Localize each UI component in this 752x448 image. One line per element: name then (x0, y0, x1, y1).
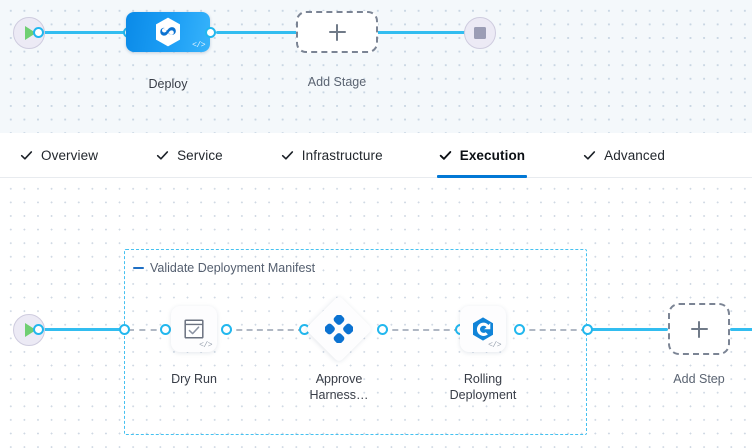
step-node-dry-run[interactable]: </> (171, 306, 217, 352)
step-group-label: Validate Deployment Manifest (150, 261, 316, 275)
step-group-header[interactable]: Validate Deployment Manifest (133, 261, 315, 275)
tab-overview[interactable]: Overview (6, 133, 112, 177)
port-rolling-out[interactable] (514, 324, 525, 335)
harness-hexagon-icon (156, 17, 180, 47)
stage-node-deploy[interactable]: </> (126, 12, 210, 52)
rolling-code-badge[interactable]: </> (488, 341, 501, 350)
edge-add-step-to-next (730, 328, 752, 331)
port-start-out[interactable] (33, 27, 44, 38)
tab-label-overview: Overview (41, 147, 99, 163)
edge-approve-to-rolling (382, 329, 460, 331)
stop-square-icon (474, 27, 486, 39)
step-label-rolling-deployment: Rolling Deployment (433, 371, 533, 403)
tab-service[interactable]: Service (142, 133, 237, 177)
edge-exec-start-to-group (36, 328, 128, 331)
step-label-approve-line1: Approve (315, 372, 363, 386)
stage-label-deploy: Deploy (148, 77, 188, 91)
play-icon (25, 26, 36, 40)
tab-infrastructure[interactable]: Infrastructure (267, 133, 397, 177)
deploy-code-badge[interactable]: </> (192, 41, 205, 50)
plus-icon (328, 23, 346, 41)
tab-label-execution: Execution (459, 147, 526, 163)
step-group-validate-deployment-manifest[interactable] (124, 249, 587, 435)
check-icon (281, 150, 293, 160)
harness-approval-icon (325, 315, 353, 343)
step-label-rolling-line2: Deployment (449, 388, 517, 402)
add-step-button[interactable] (668, 303, 730, 355)
stage-tab-bar: Overview Service Infrastructure Executio… (0, 133, 752, 178)
port-group-in[interactable] (119, 324, 130, 335)
step-label-rolling-line1: Rolling (463, 372, 503, 386)
tab-active-underline (436, 175, 528, 178)
port-deploy-out[interactable] (205, 27, 216, 38)
tab-label-service: Service (177, 147, 223, 163)
pipeline-end-node[interactable] (464, 17, 496, 49)
check-icon (20, 150, 33, 160)
port-dry-run-out[interactable] (221, 324, 232, 335)
edge-dry-run-to-approve (226, 329, 304, 331)
edge-group-in-to-dry-run (128, 329, 168, 331)
check-icon (156, 150, 169, 160)
tab-execution[interactable]: Execution (425, 133, 539, 178)
tab-advanced[interactable]: Advanced (569, 133, 679, 177)
edge-deploy-to-add-stage (216, 31, 301, 34)
tab-label-advanced: Advanced (604, 147, 665, 163)
plus-icon (690, 320, 708, 338)
edge-group-out-to-add-step (588, 328, 668, 331)
port-exec-start-out[interactable] (33, 324, 44, 335)
rolling-deployment-icon (473, 317, 493, 341)
edge-start-to-deploy (36, 31, 128, 34)
edge-add-stage-to-end (374, 31, 469, 34)
execution-canvas[interactable]: Validate Deployment Manifest (0, 178, 752, 448)
port-approve-out[interactable] (377, 324, 388, 335)
check-icon (439, 150, 451, 160)
check-icon (584, 150, 596, 160)
step-label-approve-harness: Approve Harness… (289, 371, 389, 403)
tab-label-infrastructure: Infrastructure (301, 147, 383, 163)
step-node-rolling-deployment[interactable]: </> (460, 306, 506, 352)
step-label-approve-line2: Harness… (309, 388, 369, 402)
port-group-out[interactable] (582, 324, 593, 335)
dry-run-code-badge[interactable]: </> (199, 341, 212, 350)
shell-check-icon (184, 319, 204, 339)
port-dry-run-in[interactable] (160, 324, 171, 335)
add-step-label: Add Step (673, 372, 725, 386)
add-stage-label: Add Stage (307, 75, 367, 89)
add-stage-button[interactable] (296, 11, 378, 53)
minus-icon[interactable] (133, 266, 144, 270)
play-icon (25, 323, 36, 337)
step-label-dry-run: Dry Run (171, 372, 217, 386)
edge-rolling-to-group-out (519, 329, 587, 331)
stage-canvas[interactable]: </> Deploy Add Stage (0, 0, 752, 133)
